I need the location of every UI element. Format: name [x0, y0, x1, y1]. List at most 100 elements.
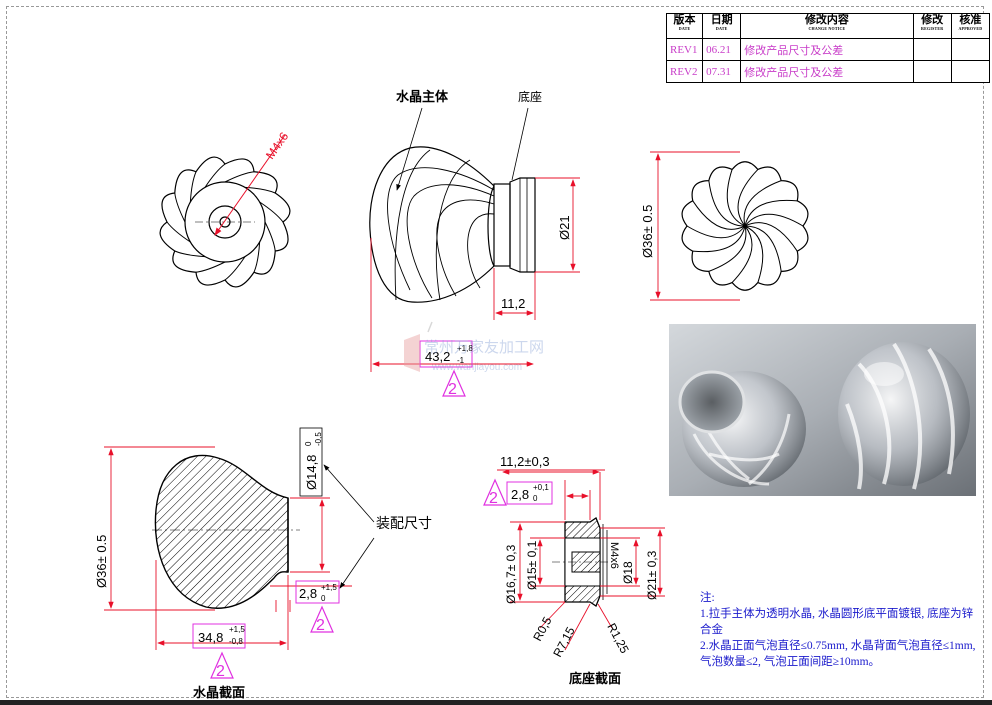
triangle-number: 2	[489, 490, 498, 507]
crystal-section	[152, 454, 300, 609]
petal-line	[204, 163, 226, 188]
len43-2-tol-up: +1,8	[457, 344, 473, 353]
sec-len2-8-tol-up: +1,5	[321, 583, 337, 592]
swirl-line	[686, 225, 746, 239]
triangle-number: 2	[316, 617, 325, 634]
swirl-line	[744, 199, 798, 227]
crystal-rib	[435, 159, 471, 301]
row-approved	[950, 38, 991, 61]
crystal-leader	[396, 107, 423, 191]
r7-15-label: R7,15	[550, 624, 578, 659]
petal-line	[253, 241, 261, 273]
table-row: REV1 06.21 修改产品尺寸及公差	[665, 38, 991, 61]
swirl-line	[744, 222, 798, 252]
note-item-1: 1.拉手主体为透明水晶, 水晶圆形底平面镀银, 底座为锌合金	[700, 608, 974, 636]
triangle-callout-4: 2	[483, 478, 507, 507]
petal-line	[189, 171, 197, 203]
swirl-line	[692, 225, 746, 253]
sec-len2-8-label: 2,8	[299, 586, 317, 601]
table-row: REV2 07.31 修改产品尺寸及公差	[665, 60, 991, 83]
sec-len34-8-box	[192, 623, 246, 649]
petal-line	[224, 256, 246, 281]
dia21-label: Ø21	[557, 215, 572, 240]
base-leader	[511, 107, 529, 181]
sec-len34-8-tol-up: +1,5	[229, 625, 245, 634]
note-item-2: 2.水晶正面气泡直径≤0.75mm, 水晶背面气泡直径≤1mm, 气泡数量≤2,…	[700, 640, 976, 668]
assembly-leaders	[323, 464, 375, 589]
len43-2-box	[419, 340, 473, 368]
base-dia21-label: Ø21± 0,3	[645, 550, 659, 600]
row-register	[912, 38, 952, 61]
base-dia16-7-label: Ø16,7± 0,3	[504, 544, 518, 604]
len11-2-label: 11,2	[501, 296, 525, 311]
crystal-rib	[467, 213, 495, 289]
petal-line	[264, 221, 276, 252]
base-section-title: 底座截面	[569, 671, 621, 686]
watermark: 常州万家友加工网 www.wanjiayou.com	[404, 321, 544, 373]
petal-line	[224, 171, 255, 183]
thread-leader	[214, 134, 286, 236]
swirl-line	[744, 225, 764, 283]
sec-dia14-8-box	[299, 427, 323, 497]
crystal-body-title: 水晶主体	[396, 89, 449, 104]
swirl-line	[708, 180, 746, 227]
base-2-8-tol-dn: 0	[533, 494, 538, 503]
watermark-url: www.wanjiayou.com	[431, 362, 522, 373]
row-approved	[950, 60, 991, 83]
sec-len34-8-tol-dn: -0,8	[229, 637, 243, 646]
sec-dia36-label: Ø36± 0.5	[94, 535, 109, 588]
front-view-swirl	[681, 161, 809, 291]
petal-line	[195, 261, 226, 273]
assembly-size-label: 装配尺寸	[376, 515, 432, 531]
triangle-callout-2: 2	[310, 605, 334, 634]
swirl-line	[692, 200, 746, 230]
triangle-callout-3: 2	[210, 651, 234, 680]
swirl-line	[726, 169, 746, 227]
r0-5-label: R0,5	[530, 614, 554, 643]
watermark-cn: 常州万家友加工网	[424, 339, 544, 356]
petal-line	[166, 221, 191, 243]
sec-len2-8-tol-dn: 0	[321, 594, 326, 603]
base-2-8-box	[506, 481, 553, 505]
crystal-rib	[406, 184, 495, 299]
product-photo	[669, 324, 976, 496]
swirl-line	[737, 169, 759, 227]
base-dia18-label: Ø18	[621, 561, 635, 584]
front-dimensions	[650, 151, 740, 301]
notes-title: 注:	[700, 592, 715, 604]
row-version: REV2	[665, 60, 704, 83]
front-dia36-label: Ø36± 0.5	[640, 205, 655, 258]
petal-line	[174, 250, 206, 258]
thread-label: M4x6	[263, 129, 291, 161]
crystal-section-dimensions	[104, 446, 352, 650]
swirl-line	[743, 180, 782, 227]
swirl-line	[731, 225, 753, 283]
sec-len34-8-label: 34,8	[198, 630, 223, 645]
sec-dia14-8-tol-up: 0	[304, 441, 313, 446]
petal-line	[174, 192, 186, 223]
back-view-flower	[159, 156, 291, 288]
crystal-rib	[394, 149, 431, 301]
page-border	[6, 6, 984, 698]
base-2-8-label: 2,8	[511, 487, 529, 502]
row-date: 06.21	[702, 38, 742, 61]
petal-line	[259, 201, 284, 223]
crystal-section-title: 水晶截面	[193, 685, 245, 700]
row-date: 07.31	[702, 60, 742, 83]
sec-len2-8-box	[295, 580, 340, 604]
side-view-crystal	[369, 146, 495, 303]
notes-block: 注: 1.拉手主体为透明水晶, 水晶圆形底平面镀银, 底座为锌合金 2.水晶正面…	[700, 590, 980, 670]
bottom-bar	[0, 700, 992, 705]
triangle-number: 2	[216, 663, 225, 680]
row-content: 修改产品尺寸及公差	[740, 60, 914, 83]
back-view-center	[184, 181, 266, 263]
swirl-line	[708, 225, 747, 272]
swirl-line	[744, 213, 804, 227]
